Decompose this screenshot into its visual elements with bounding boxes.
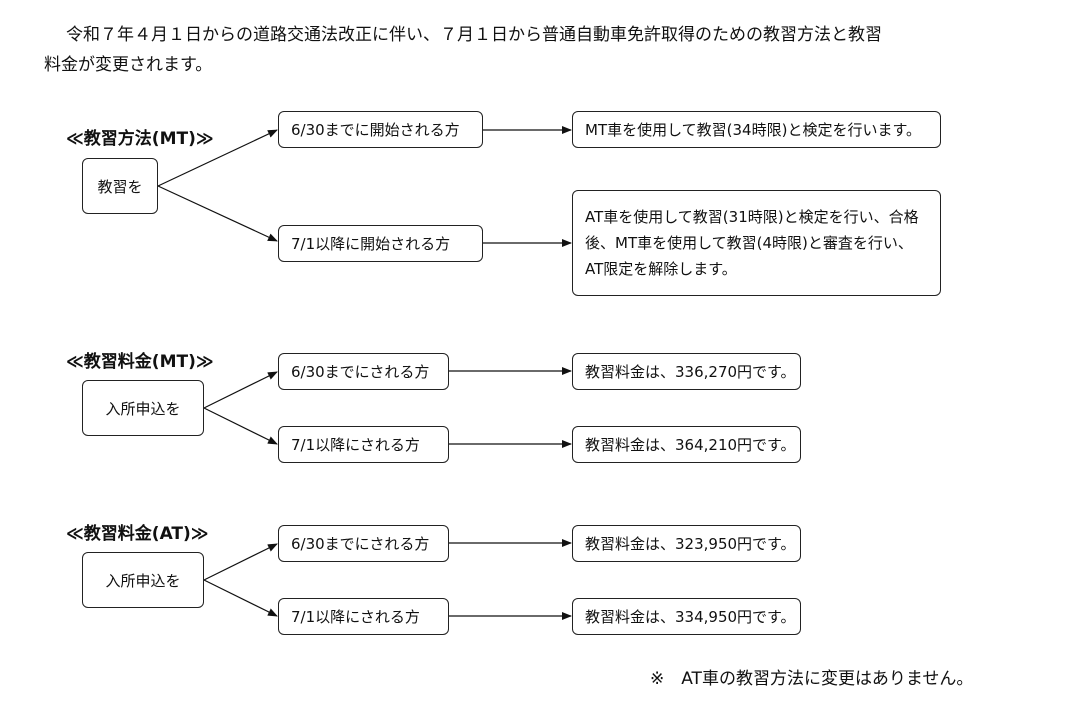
arrow-s2-to-b2 [203,407,278,445]
source-box-method-mt: 教習を [82,158,158,214]
section-heading-fee-at: ≪教習料金(AT)≫ [66,524,209,544]
intro-text: 令和７年４月１日からの道路交通法改正に伴い、７月１日から普通自動車免許取得のため… [44,20,1044,80]
result-box-fee-at-after: 教習料金は、334,950円です。 [572,598,801,635]
condition-box-method-after: 7/1以降に開始される方 [278,225,483,262]
arrow-s3-to-b2 [203,579,278,617]
arrow-s1-to-b1 [157,129,278,187]
condition-box-fee-mt-after: 7/1以降にされる方 [278,426,449,463]
result-box-fee-mt-before: 教習料金は、336,270円です。 [572,353,801,390]
condition-box-fee-mt-before: 6/30までにされる方 [278,353,449,390]
intro-line-2: 料金が変更されます。 [44,55,213,75]
intro-line-1: 令和７年４月１日からの道路交通法改正に伴い、７月１日から普通自動車免許取得のため… [66,25,882,45]
result-box-fee-at-before: 教習料金は、323,950円です。 [572,525,801,562]
arrow-s1-to-b2 [157,185,278,242]
result-box-fee-mt-after: 教習料金は、364,210円です。 [572,426,801,463]
condition-box-fee-at-after: 7/1以降にされる方 [278,598,449,635]
arrow-s2-to-b1 [203,371,278,409]
arrow-s3-to-b1 [203,543,278,581]
footnote: ※ AT車の教習方法に変更はありません。 [650,669,974,689]
result-box-method-after: AT車を使用して教習(31時限)と検定を行い、合格後、MT車を使用して教習(4時… [572,190,941,296]
source-box-fee-mt: 入所申込を [82,380,204,436]
source-box-fee-at: 入所申込を [82,552,204,608]
result-box-method-before: MT車を使用して教習(34時限)と検定を行います。 [572,111,941,148]
condition-box-fee-at-before: 6/30までにされる方 [278,525,449,562]
condition-box-method-before: 6/30までに開始される方 [278,111,483,148]
section-heading-method-mt: ≪教習方法(MT)≫ [66,129,214,149]
section-heading-fee-mt: ≪教習料金(MT)≫ [66,352,214,372]
